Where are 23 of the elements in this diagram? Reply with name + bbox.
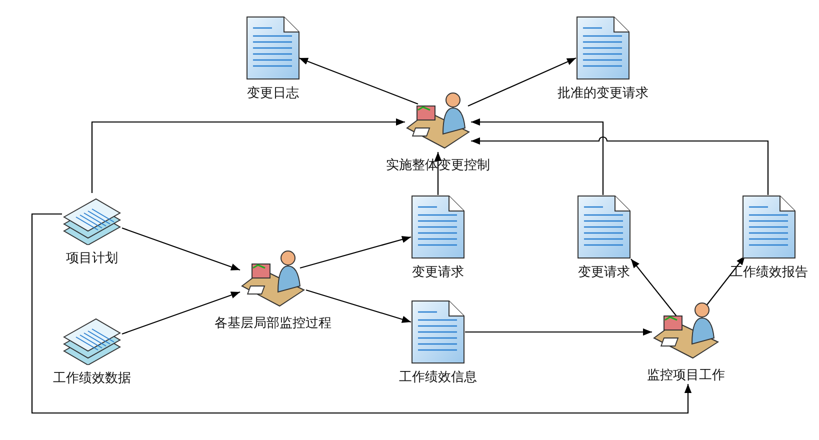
arrow (306, 289, 412, 323)
arrow (471, 136, 769, 195)
arrow (91, 118, 405, 193)
arrow (122, 227, 240, 271)
node-label: 变更日志 (247, 86, 299, 102)
node-label: 变更请求 (412, 265, 464, 281)
arrow (122, 291, 240, 335)
arrow (434, 152, 442, 195)
node-label: 工作绩效信息 (399, 370, 477, 386)
arrow (31, 213, 692, 414)
arrow (630, 258, 678, 318)
node-label: 监控项目工作 (647, 368, 725, 384)
node-label: 项目计划 (66, 251, 118, 267)
node-label: 工作绩效数据 (53, 371, 131, 387)
arrow (468, 58, 576, 106)
node-label: 批准的变更请求 (558, 86, 648, 102)
arrow (471, 118, 604, 195)
node-label: 变更请求 (578, 265, 630, 281)
arrow (706, 256, 746, 306)
node-label: 实施整体变更控制 (386, 158, 490, 174)
node-label: 各基层局部监控过程 (214, 316, 332, 332)
arrow (298, 57, 418, 105)
arrow (465, 328, 652, 336)
